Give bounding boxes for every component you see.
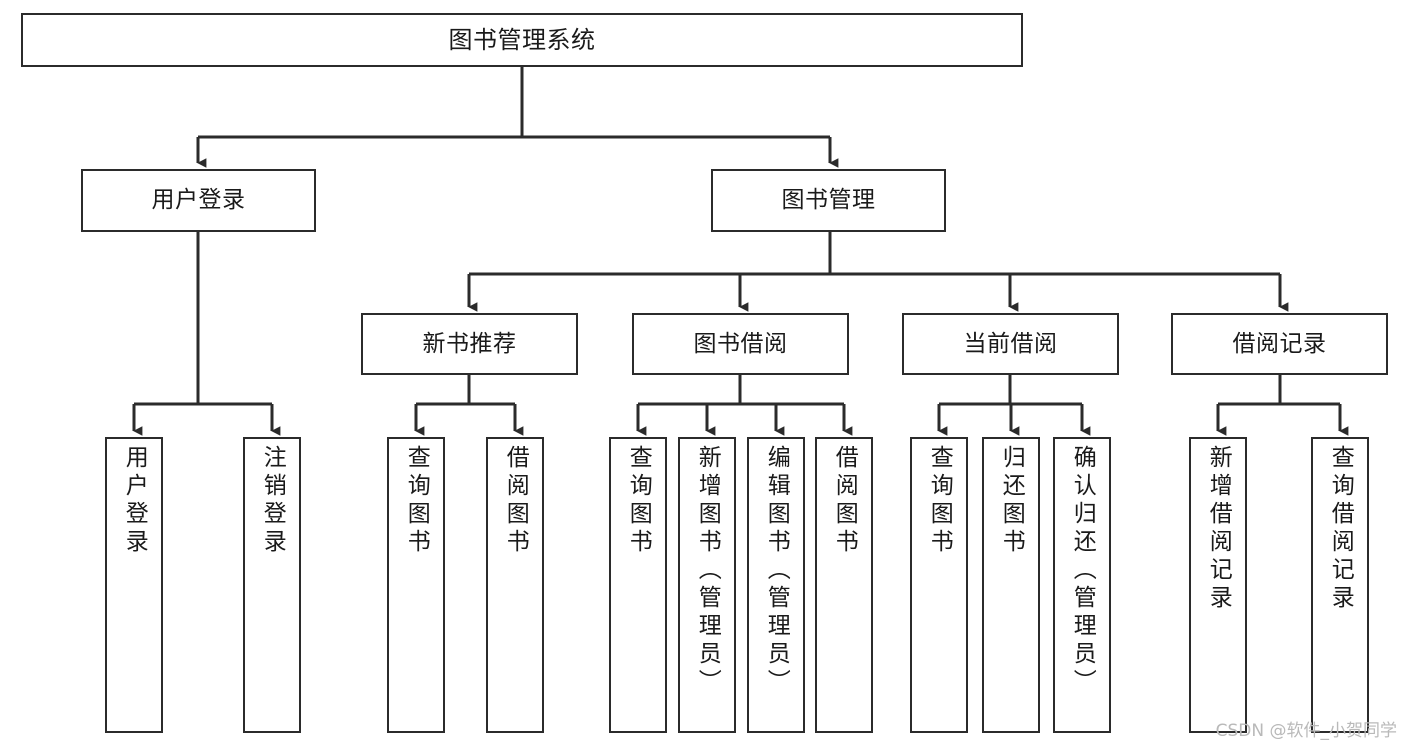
leaf-user-login[interactable]: 用户登录 [105, 437, 163, 733]
leaf-return-book-label: 归还图书 [998, 445, 1025, 557]
node-user-login-label: 用户登录 [151, 187, 246, 213]
node-book-management[interactable]: 图书管理 [711, 169, 946, 232]
leaf-add-borrow-record-label: 新增借阅记录 [1205, 445, 1232, 613]
node-user-login[interactable]: 用户登录 [81, 169, 316, 232]
leaf-query-book-recommend-label: 查询图书 [403, 445, 430, 557]
node-new-book-recommend[interactable]: 新书推荐 [361, 313, 578, 375]
node-root[interactable]: 图书管理系统 [21, 13, 1023, 67]
node-current-borrow[interactable]: 当前借阅 [902, 313, 1119, 375]
node-borrow-record-label: 借阅记录 [1232, 330, 1327, 357]
leaf-borrow-book[interactable]: 借阅图书 [815, 437, 873, 733]
node-book-borrow-label: 图书借阅 [693, 330, 788, 357]
node-new-book-recommend-label: 新书推荐 [422, 330, 517, 357]
leaf-logout-label: 注销登录 [259, 445, 286, 557]
leaf-user-login-label: 用户登录 [121, 445, 148, 557]
node-current-borrow-label: 当前借阅 [963, 330, 1058, 357]
leaf-borrow-book-recommend-label: 借阅图书 [502, 445, 529, 557]
leaf-confirm-return-admin[interactable]: 确认归还（管理员） [1053, 437, 1111, 733]
leaf-confirm-return-admin-label: 确认归还（管理员） [1069, 445, 1096, 697]
leaf-query-book-borrow[interactable]: 查询图书 [609, 437, 667, 733]
leaf-query-book-current-label: 查询图书 [926, 445, 953, 557]
leaf-borrow-book-label: 借阅图书 [831, 445, 858, 557]
leaf-logout[interactable]: 注销登录 [243, 437, 301, 733]
leaf-query-book-current[interactable]: 查询图书 [910, 437, 968, 733]
leaf-query-borrow-record-label: 查询借阅记录 [1327, 445, 1354, 613]
leaf-borrow-book-recommend[interactable]: 借阅图书 [486, 437, 544, 733]
leaf-query-book-borrow-label: 查询图书 [625, 445, 652, 557]
leaf-query-book-recommend[interactable]: 查询图书 [387, 437, 445, 733]
leaf-query-borrow-record[interactable]: 查询借阅记录 [1311, 437, 1369, 733]
node-root-label: 图书管理系统 [448, 26, 596, 54]
node-book-management-label: 图书管理 [781, 187, 876, 213]
csdn-watermark: CSDN @软件_小贺同学 [1215, 721, 1397, 741]
leaf-edit-book-admin-label: 编辑图书（管理员） [763, 445, 790, 697]
leaf-add-borrow-record[interactable]: 新增借阅记录 [1189, 437, 1247, 733]
leaf-edit-book-admin[interactable]: 编辑图书（管理员） [747, 437, 805, 733]
leaf-return-book[interactable]: 归还图书 [982, 437, 1040, 733]
leaf-add-book-admin[interactable]: 新增图书（管理员） [678, 437, 736, 733]
node-borrow-record[interactable]: 借阅记录 [1171, 313, 1388, 375]
node-book-borrow[interactable]: 图书借阅 [632, 313, 849, 375]
leaf-add-book-admin-label: 新增图书（管理员） [694, 445, 721, 697]
